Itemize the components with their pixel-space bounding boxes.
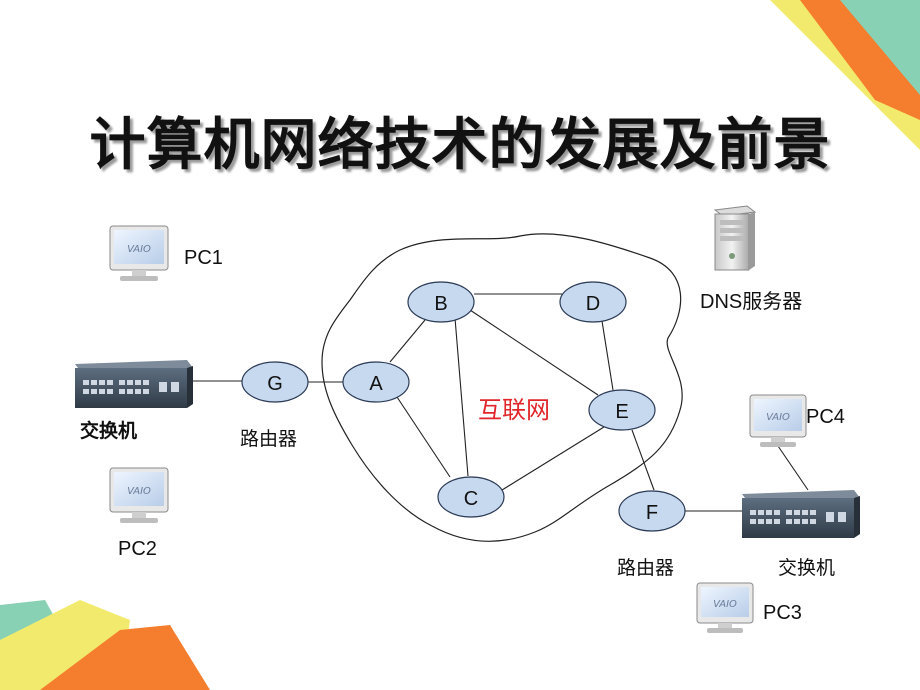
- pc1-label: PC1: [184, 247, 223, 269]
- svg-text:VAIO: VAIO: [766, 412, 790, 423]
- pc4-monitor-icon: VAIO: [749, 394, 807, 447]
- left-switch-icon: [75, 360, 193, 408]
- node-F: F: [618, 490, 686, 532]
- node-label: F: [646, 502, 658, 524]
- node-label: C: [464, 488, 478, 510]
- pc2-monitor-icon: VAIO: [109, 467, 169, 523]
- node-G: G: [241, 361, 309, 403]
- slide-title: 计算机网络技术的发展及前景: [89, 113, 831, 178]
- pc1-monitor-icon: VAIO: [109, 225, 169, 281]
- node-A: A: [342, 361, 410, 403]
- node-C: C: [437, 476, 505, 518]
- node-label: G: [267, 373, 283, 395]
- right-switch-icon: [742, 490, 860, 538]
- bottom-left-decoration: [0, 600, 210, 690]
- node-label: D: [586, 293, 600, 315]
- svg-text:VAIO: VAIO: [713, 599, 737, 610]
- dns-server-label: DNS服务器: [700, 291, 803, 313]
- node-label: E: [615, 401, 628, 423]
- pc3-monitor-icon: VAIO: [696, 582, 754, 633]
- pc4-label: PC4: [806, 406, 845, 428]
- internet-label: 互联网: [478, 396, 550, 424]
- pc2-label: PC2: [118, 538, 157, 560]
- svg-text:VAIO: VAIO: [127, 486, 151, 497]
- svg-text:VAIO: VAIO: [127, 244, 151, 255]
- node-B: B: [407, 281, 475, 323]
- server-tower-icon: [713, 205, 757, 271]
- right-router-label: 路由器: [617, 557, 675, 579]
- node-label: B: [434, 293, 447, 315]
- node-label: A: [369, 373, 383, 395]
- right-switch-label: 交换机: [778, 557, 836, 579]
- node-E: E: [588, 389, 656, 431]
- left-router-label: 路由器: [240, 428, 298, 450]
- network-links: [190, 293, 809, 512]
- top-right-decoration: [770, 0, 920, 150]
- pc3-label: PC3: [763, 602, 802, 624]
- left-switch-label: 交换机: [80, 420, 138, 442]
- node-D: D: [559, 281, 627, 323]
- internet-cloud: [321, 233, 683, 542]
